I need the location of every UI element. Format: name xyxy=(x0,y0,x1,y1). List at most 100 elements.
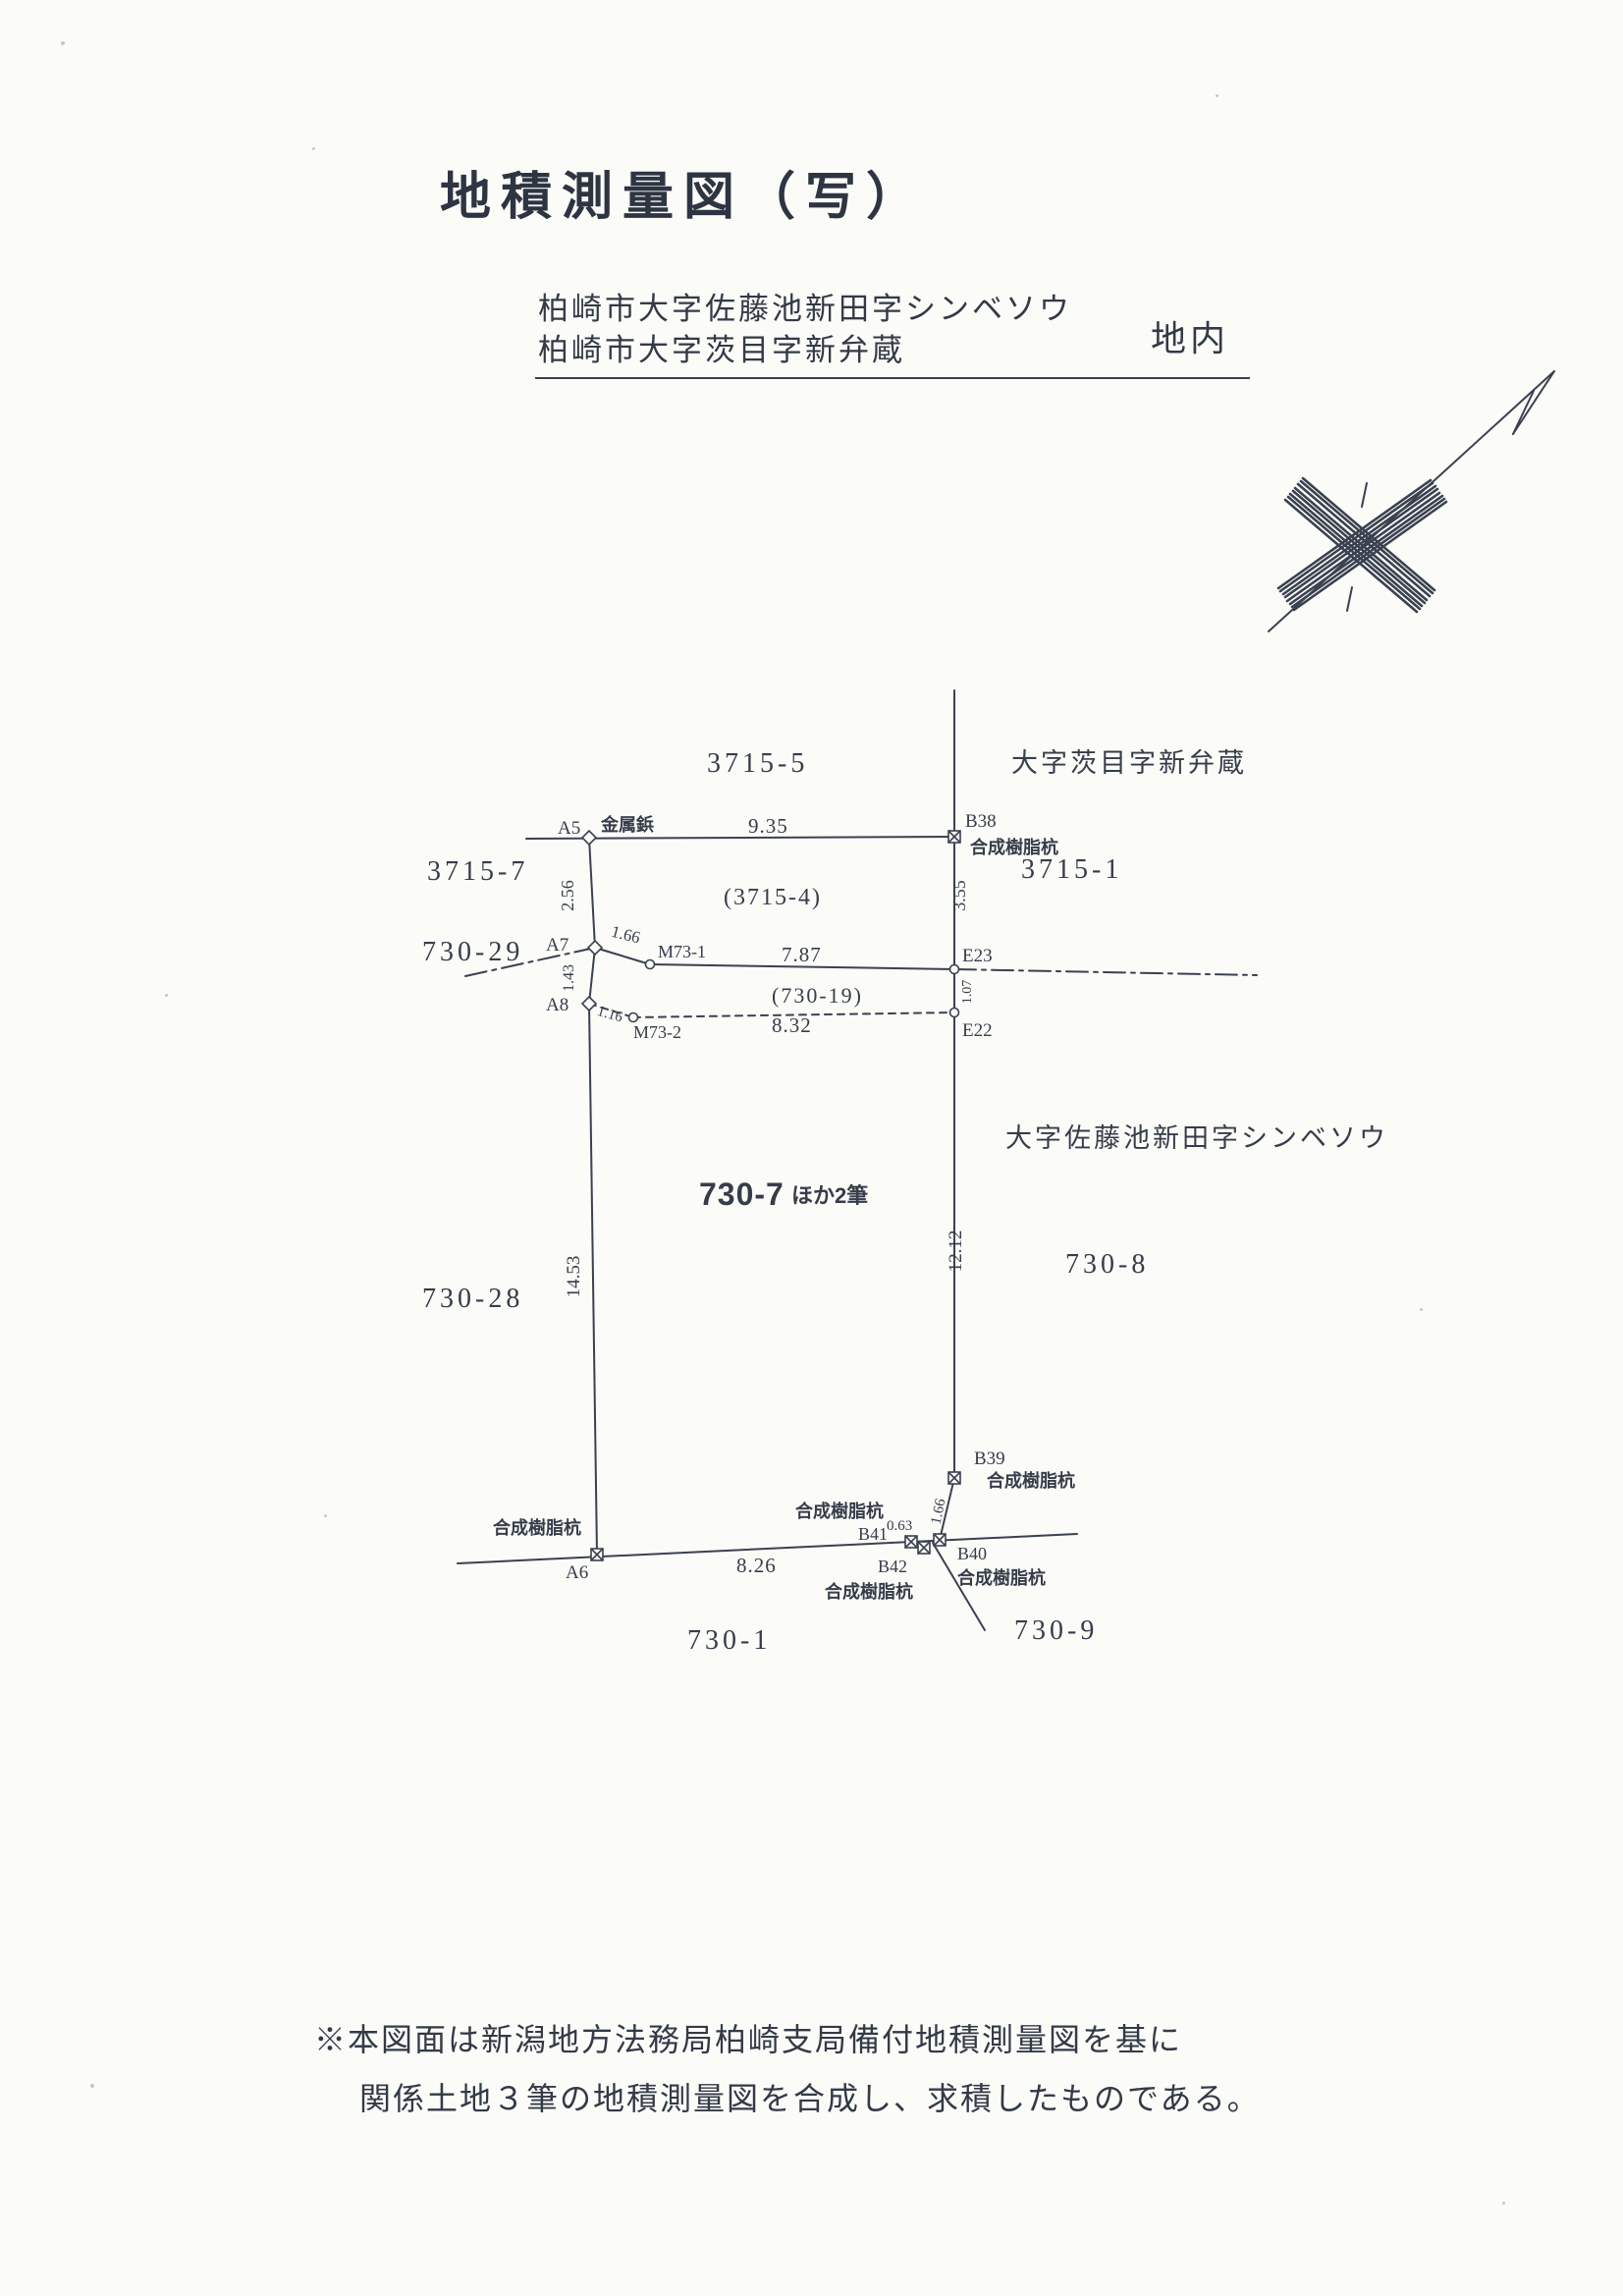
map-label: 12.12 xyxy=(946,1230,966,1273)
survey-point-M73-2 xyxy=(627,1011,639,1023)
survey-point-A8 xyxy=(580,995,598,1012)
scan-speck xyxy=(165,994,168,997)
map-label: 1.66 xyxy=(929,1497,949,1525)
scan-speck xyxy=(1502,2202,1505,2205)
survey-point-A5 xyxy=(580,829,598,847)
hatch-line xyxy=(1278,481,1434,593)
map-label: 730-7 xyxy=(699,1176,784,1212)
scan-speck xyxy=(1420,1308,1423,1311)
north-arrow-shaft xyxy=(1268,370,1555,632)
segment-m732-e22 xyxy=(632,1011,955,1018)
survey-point-B42 xyxy=(917,1541,931,1555)
hatch-line xyxy=(1301,476,1436,592)
map-label: A8 xyxy=(546,995,568,1015)
scan-speck xyxy=(90,2084,94,2088)
scan-speck xyxy=(324,1514,327,1517)
map-label: 730-1 xyxy=(687,1625,771,1656)
map-label: 1.07 xyxy=(960,980,975,1005)
address-line-2: 柏崎市大字茨目字新弁蔵 xyxy=(538,333,905,367)
map-label: 9.35 xyxy=(748,814,788,838)
survey-point-B40 xyxy=(933,1533,947,1547)
hatch-line xyxy=(1299,479,1434,595)
map-label: B39 xyxy=(974,1449,1005,1469)
map-label: B40 xyxy=(957,1544,987,1563)
map-label: M73-1 xyxy=(658,942,706,961)
north-arrow-head xyxy=(1512,390,1535,435)
map-label: 合成樹脂杭 xyxy=(795,1501,884,1521)
map-label: 730-28 xyxy=(422,1284,523,1314)
hatch-line xyxy=(1283,498,1419,614)
survey-point-A6 xyxy=(590,1548,604,1561)
scan-speck xyxy=(1216,94,1218,97)
segment-m731-e23 xyxy=(649,963,955,970)
survey-point-B38 xyxy=(947,830,961,844)
boundary-west-lower xyxy=(588,1003,598,1556)
aza-boundary-east xyxy=(953,968,1258,976)
map-label: 合成樹脂杭 xyxy=(957,1567,1046,1588)
map-label: 7.87 xyxy=(782,943,822,966)
map-label: 大字茨目字新弁蔵 xyxy=(1011,748,1247,778)
hatch-line xyxy=(1290,497,1446,609)
document-title: 地積測量図（写） xyxy=(440,169,928,226)
segment-a8-m732 xyxy=(588,1003,634,1018)
boundary-southeast-ext xyxy=(932,1542,986,1631)
map-label: 1.43 xyxy=(561,964,577,992)
map-label: 8.32 xyxy=(772,1013,812,1037)
map-label: 金属鋲 xyxy=(600,814,654,835)
hatch-line xyxy=(1288,492,1424,608)
north-arrow-tick xyxy=(1361,482,1368,508)
boundary-west-upper xyxy=(588,837,596,949)
address-suffix: 地内 xyxy=(1151,319,1230,358)
map-label: 8.26 xyxy=(736,1554,777,1577)
segment-a7-m731 xyxy=(594,947,651,965)
survey-point-M73-1 xyxy=(644,958,656,970)
map-label: 1.16 xyxy=(595,1004,624,1026)
scan-speck xyxy=(312,147,315,150)
map-label: 0.63 xyxy=(887,1518,912,1534)
map-label: ほか2筆 xyxy=(791,1183,868,1208)
note-line-1: ※本図面は新潟地方法務局柏崎支局備付地積測量図を基に xyxy=(314,2022,1183,2057)
map-label: (730-19) xyxy=(772,983,863,1008)
map-label: 3715-5 xyxy=(707,748,808,779)
map-label: B42 xyxy=(878,1557,907,1576)
map-label: 2.56 xyxy=(558,880,577,911)
map-label: A6 xyxy=(566,1562,588,1583)
map-label: 14.53 xyxy=(564,1256,584,1298)
hatch-line xyxy=(1276,478,1433,590)
map-label: 合成樹脂杭 xyxy=(970,837,1058,857)
survey-point-E22 xyxy=(948,1007,960,1018)
map-label: A7 xyxy=(546,935,568,956)
boundary-north xyxy=(525,836,955,840)
map-label: (3715-4) xyxy=(724,885,822,910)
map-label: 3.55 xyxy=(949,880,969,911)
boundary-west-mid xyxy=(588,947,596,1005)
survey-point-B39 xyxy=(947,1471,961,1485)
map-label: 合成樹脂杭 xyxy=(493,1517,581,1538)
hatch-line xyxy=(1293,486,1429,602)
boundary-south xyxy=(457,1533,1078,1564)
hatch-line xyxy=(1296,482,1432,598)
map-label: 730-9 xyxy=(1014,1615,1098,1646)
map-label: 3715-7 xyxy=(427,856,528,887)
map-label: 大字佐藤池新田字シンベソウ xyxy=(1005,1123,1388,1153)
map-label: 1.66 xyxy=(610,922,642,948)
map-label: B41 xyxy=(858,1524,888,1544)
hatch-line xyxy=(1291,489,1427,605)
address-underline xyxy=(535,377,1250,379)
map-label: 730-8 xyxy=(1065,1249,1149,1280)
map-label: E22 xyxy=(962,1020,993,1041)
survey-point-B41 xyxy=(904,1535,918,1549)
map-label: E23 xyxy=(962,946,993,966)
hatch-line xyxy=(1286,495,1422,611)
aza-boundary-west xyxy=(464,947,596,977)
hatch-line xyxy=(1281,484,1437,596)
map-label: M73-2 xyxy=(633,1022,681,1042)
scan-speck xyxy=(61,41,65,45)
map-label: 合成樹脂杭 xyxy=(987,1470,1075,1491)
note-line-2: 関係土地３筆の地積測量図を合成し、求積したものである。 xyxy=(359,2081,1261,2116)
north-arrow-tick xyxy=(1346,586,1353,612)
map-label: 合成樹脂杭 xyxy=(825,1581,913,1602)
map-label: A5 xyxy=(558,818,580,839)
